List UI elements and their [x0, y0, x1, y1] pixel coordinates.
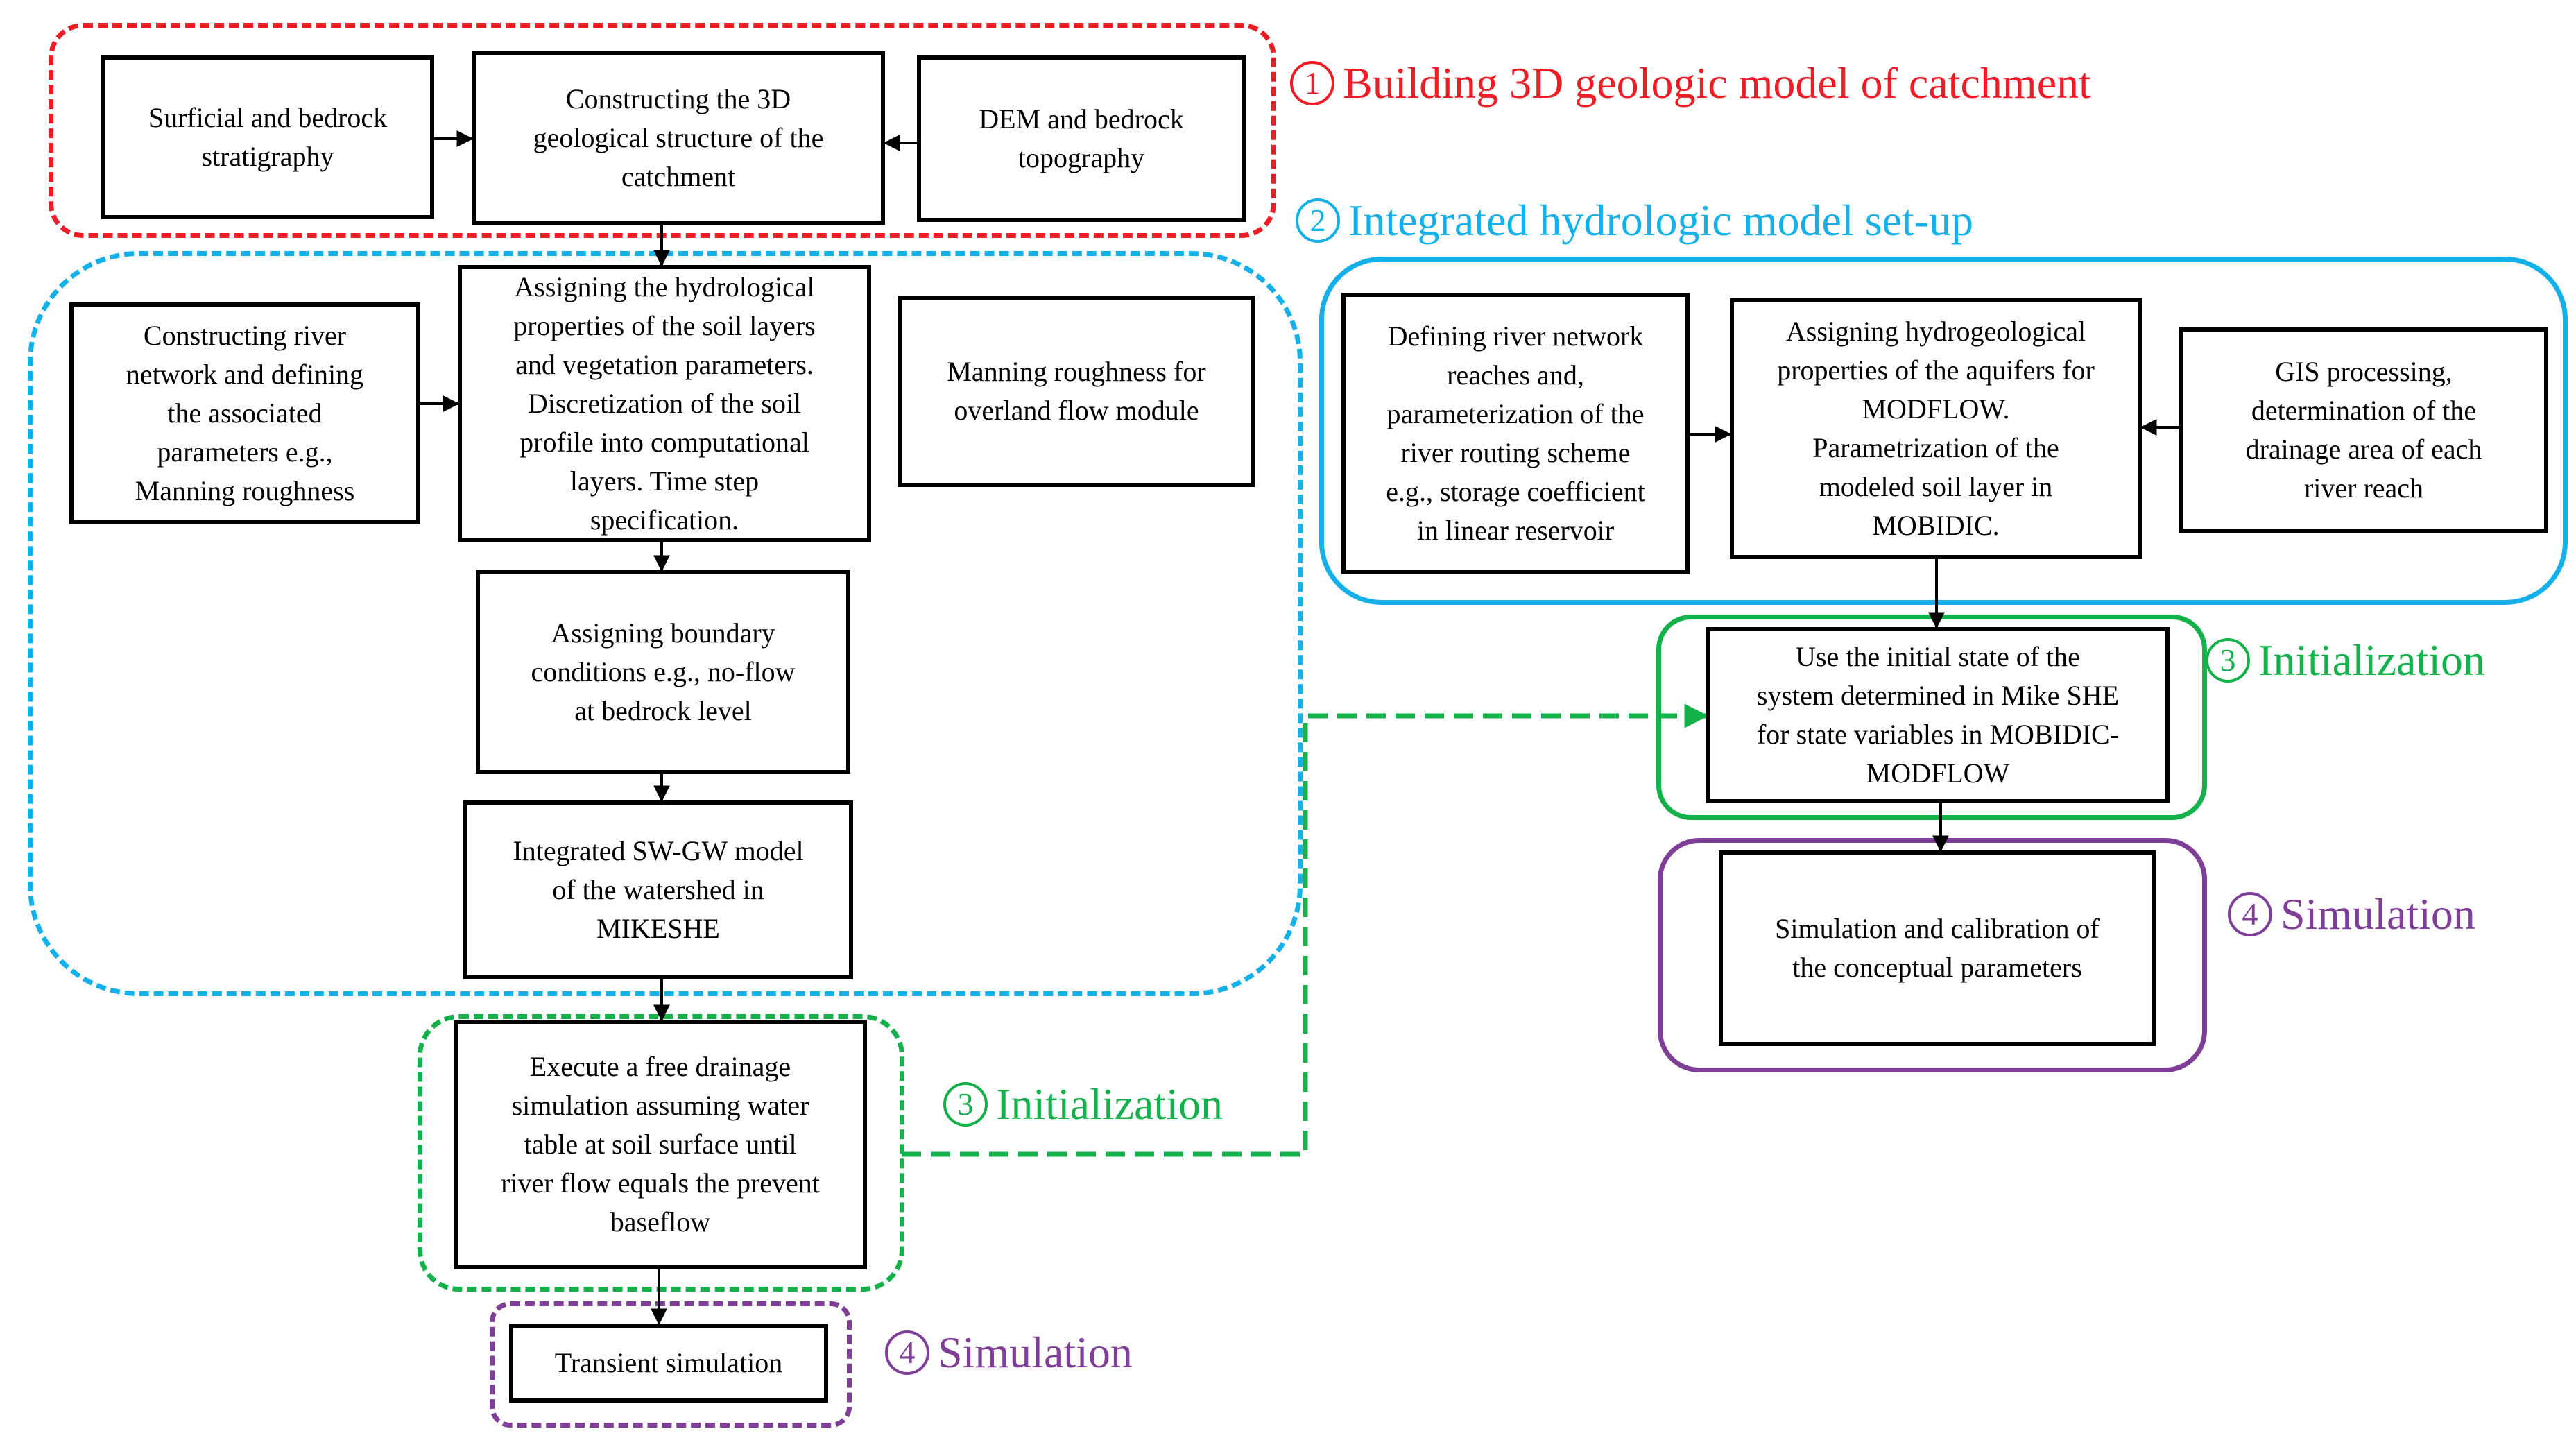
label-stage3-left: 3 Initialization — [943, 1082, 1223, 1127]
stage-number-circle: 1 — [1290, 61, 1334, 105]
box-text: DEM and bedrock topography — [979, 103, 1184, 173]
box-text: Simulation and calibration of the concep… — [1775, 913, 2100, 983]
box-text: Constructing river network and defining … — [126, 320, 364, 506]
label-stage4-left: 4 Simulation — [885, 1330, 1133, 1375]
stage-number-circle: 2 — [1296, 198, 1340, 243]
stage-title: Integrated hydrologic model set-up — [1348, 196, 1974, 245]
box-boundary-conditions: Assigning boundary conditions e.g., no-f… — [476, 570, 850, 774]
stage4-left-simulation-group — [490, 1301, 852, 1428]
stage-title: Initialization — [996, 1079, 1223, 1129]
box-simulation-calibration: Simulation and calibration of the concep… — [1719, 850, 2156, 1046]
box-text: Assigning boundary conditions e.g., no-f… — [531, 617, 796, 726]
box-text: Integrated SW-GW model of the watershed … — [513, 835, 804, 944]
stage-title: Initialization — [2258, 635, 2485, 685]
box-gis-processing: GIS processing, determination of the dra… — [2179, 327, 2548, 533]
box-surficial-bedrock-stratigraphy: Surficial and bedrock stratigraphy — [101, 55, 434, 219]
box-text: Assigning the hydrological properties of… — [513, 271, 816, 536]
stage-number-circle: 3 — [2206, 638, 2250, 683]
box-text: Assigning hydrogeological properties of … — [1777, 316, 2095, 541]
stage-title: Building 3D geologic model of catchment — [1343, 58, 2091, 108]
arrow-init-left-to-init-right — [902, 703, 1709, 1157]
stage2-mobidic-group — [1319, 257, 2568, 605]
box-text: Surficial and bedrock stratigraphy — [148, 102, 388, 172]
stage-number-circle: 4 — [2228, 892, 2272, 936]
box-text: Manning roughness for overland flow modu… — [947, 356, 1206, 426]
box-manning-roughness: Manning roughness for overland flow modu… — [898, 296, 1255, 487]
box-text: Defining river network reaches and, para… — [1386, 320, 1645, 546]
box-free-drainage-simulation: Execute a free drainage simulation assum… — [454, 1020, 867, 1269]
box-constructing-river-network: Constructing river network and defining … — [69, 302, 420, 524]
box-transient-simulation: Transient simulation — [509, 1324, 828, 1403]
label-stage1: 1 Building 3D geologic model of catchmen… — [1290, 61, 2091, 105]
stage-title: Simulation — [2281, 889, 2475, 939]
box-defining-river-network: Defining river network reaches and, para… — [1341, 293, 1690, 574]
box-dem-bedrock-topography: DEM and bedrock topography — [917, 55, 1246, 222]
label-stage4-right: 4 Simulation — [2228, 892, 2475, 936]
box-text: Constructing the 3D geological structure… — [533, 83, 824, 192]
box-text: Execute a free drainage simulation assum… — [501, 1051, 820, 1238]
box-hydrological-properties: Assigning the hydrological properties of… — [458, 265, 871, 542]
stage-number-circle: 4 — [885, 1330, 929, 1375]
box-integrated-sw-gw-model: Integrated SW-GW model of the watershed … — [463, 800, 853, 979]
box-constructing-3d-structure: Constructing the 3D geological structure… — [472, 51, 885, 225]
stage-number-circle: 3 — [943, 1082, 988, 1127]
stage-title: Simulation — [938, 1328, 1133, 1377]
label-stage3-right: 3 Initialization — [2206, 638, 2485, 683]
box-hydrogeological-properties: Assigning hydrogeological properties of … — [1730, 298, 2142, 559]
box-text: GIS processing, determination of the dra… — [2245, 356, 2482, 504]
box-initial-state-mobidic: Use the initial state of the system dete… — [1706, 627, 2170, 803]
box-text: Use the initial state of the system dete… — [1756, 641, 2120, 789]
label-stage2: 2 Integrated hydrologic model set-up — [1296, 198, 1973, 243]
box-text: Transient simulation — [554, 1347, 783, 1378]
